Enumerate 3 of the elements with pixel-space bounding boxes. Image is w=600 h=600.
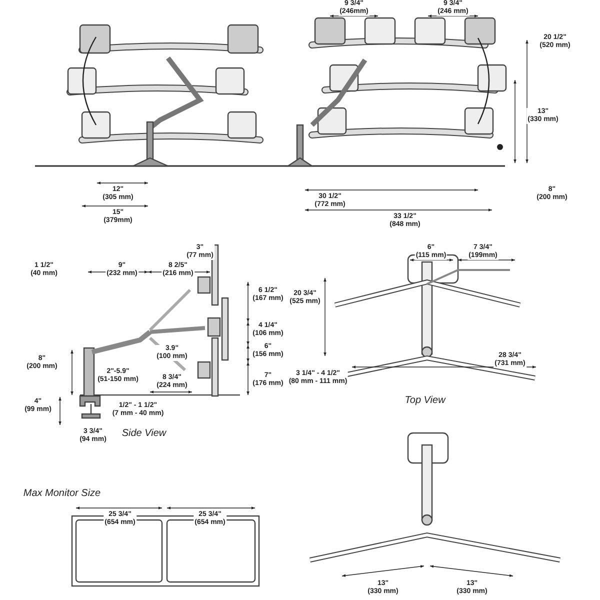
view-caption: Top View	[404, 395, 446, 406]
view-caption: Max Monitor Size	[22, 488, 102, 499]
view-caption: Side View	[120, 428, 168, 439]
